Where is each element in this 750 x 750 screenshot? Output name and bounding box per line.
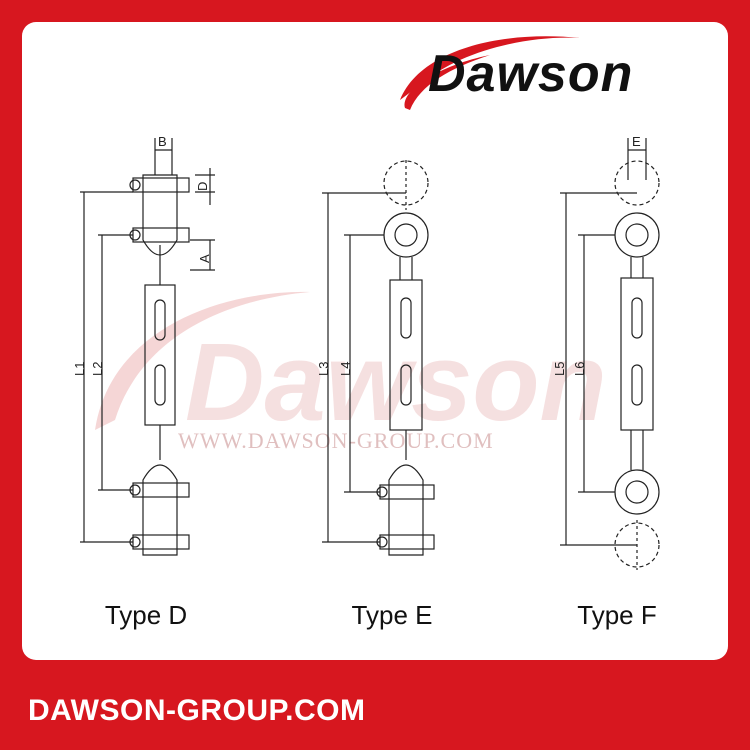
svg-text:Dawson: Dawson [185,321,607,444]
dim-a: A [197,254,212,263]
dim-l5: L5 [552,362,567,376]
type-d-drawing: B D A L1 L2 [72,134,215,556]
dim-l3: L3 [316,362,331,376]
dim-l6: L6 [572,362,587,376]
white-panel [22,22,728,660]
type-d-label: Type D [104,600,188,630]
type-f-label: Type F [577,600,657,630]
dim-l2: L2 [90,362,105,376]
type-e-drawing: L3 L4 [316,160,435,556]
dawson-logo-swoosh [400,36,580,110]
type-f-drawing: E L5 L6 [552,134,660,570]
dim-d: D [195,182,210,191]
dim-b: B [158,134,167,149]
footer-url: DAWSON-GROUP.COM [28,694,366,727]
dim-l4: L4 [338,362,353,376]
dim-l1: L1 [72,362,87,376]
dawson-logo-text: Dawson [428,45,634,103]
dim-e: E [632,134,641,149]
type-e-label: Type E [351,600,433,630]
watermark-url: WWW.DAWSON-GROUP.COM [178,428,494,453]
